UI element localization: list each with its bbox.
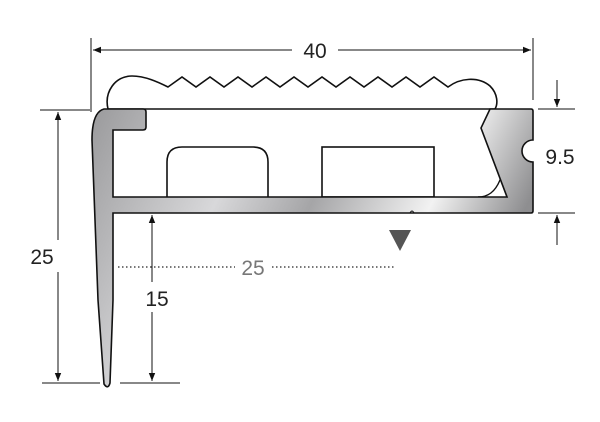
dimension-leg-15: 15: [120, 215, 180, 384]
dimension-label-25-depth: 25: [241, 257, 264, 280]
dimension-label-40: 40: [303, 40, 326, 63]
dimension-tread-depth-25: 25: [118, 230, 411, 280]
dimension-height-9-5: 9.5: [538, 80, 575, 245]
rubber-insert: [106, 75, 506, 198]
dimension-label-9-5: 9.5: [545, 146, 574, 169]
aluminium-profile: [91, 108, 534, 388]
dimension-label-15: 15: [145, 288, 168, 311]
down-triangle-marker-icon: [389, 230, 411, 251]
dimension-width-40: 40: [90, 38, 534, 112]
dimension-label-25-height: 25: [30, 246, 53, 269]
dimension-height-25: 25: [30, 109, 100, 384]
